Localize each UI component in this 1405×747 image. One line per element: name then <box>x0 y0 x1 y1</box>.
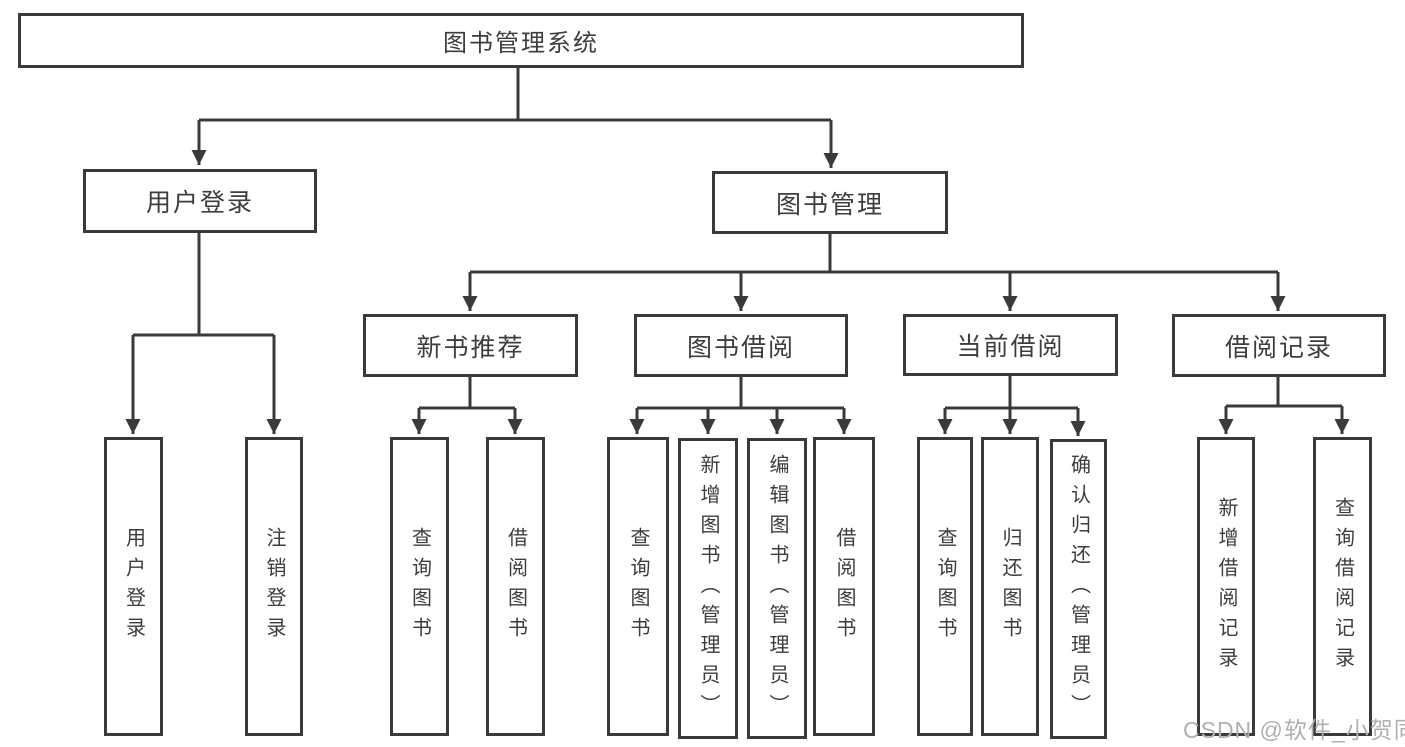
watermark: CSDN @软件_小贺同学 <box>1183 717 1405 743</box>
leaf-add-book-admin: 新增图书（管理员） <box>678 438 738 739</box>
leaf-return-books: 归还图书 <box>981 437 1039 736</box>
node-book-management: 图书管理 <box>712 171 948 234</box>
leaf-query-books-borrowing: 查询图书 <box>607 437 669 736</box>
leaf-add-borrow-record: 新增借阅记录 <box>1197 437 1255 736</box>
leaf-borrow-books-recommend: 借阅图书 <box>486 437 545 736</box>
node-current-borrowing: 当前借阅 <box>903 314 1118 376</box>
leaf-borrow-books-borrowing: 借阅图书 <box>813 437 875 736</box>
leaf-query-books-recommend: 查询图书 <box>390 437 449 736</box>
leaf-edit-book-admin: 编辑图书（管理员） <box>747 438 807 739</box>
leaf-user-login: 用户登录 <box>104 437 163 736</box>
node-library-management-system: 图书管理系统 <box>18 13 1024 68</box>
node-book-borrowing: 图书借阅 <box>634 314 848 377</box>
node-user-login: 用户登录 <box>83 169 317 233</box>
leaf-query-books-current: 查询图书 <box>917 437 973 736</box>
leaf-confirm-return-admin: 确认归还（管理员） <box>1050 439 1107 739</box>
leaf-query-borrow-record: 查询借阅记录 <box>1313 437 1372 736</box>
leaf-logout: 注销登录 <box>245 437 303 736</box>
node-new-book-recommend: 新书推荐 <box>363 314 578 377</box>
node-borrowing-records: 借阅记录 <box>1172 314 1386 377</box>
